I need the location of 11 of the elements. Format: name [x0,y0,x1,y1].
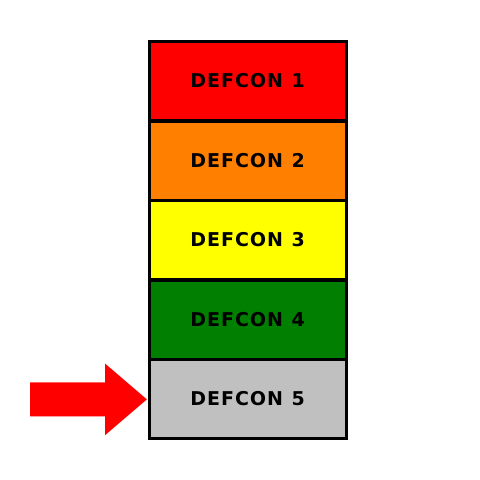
level-label: DEFCON 2 [190,150,306,172]
level-box [148,278,348,361]
level-box [148,199,348,282]
block-arrow [30,363,147,436]
level-label: DEFCON 3 [190,229,306,252]
level-label: DEFCON 4 [190,308,306,331]
level-label: DEFCON 5 [190,388,306,410]
level-box [148,358,348,440]
level-box [148,120,348,202]
level-label: DEFCON 1 [190,70,306,92]
level-box [148,40,348,122]
